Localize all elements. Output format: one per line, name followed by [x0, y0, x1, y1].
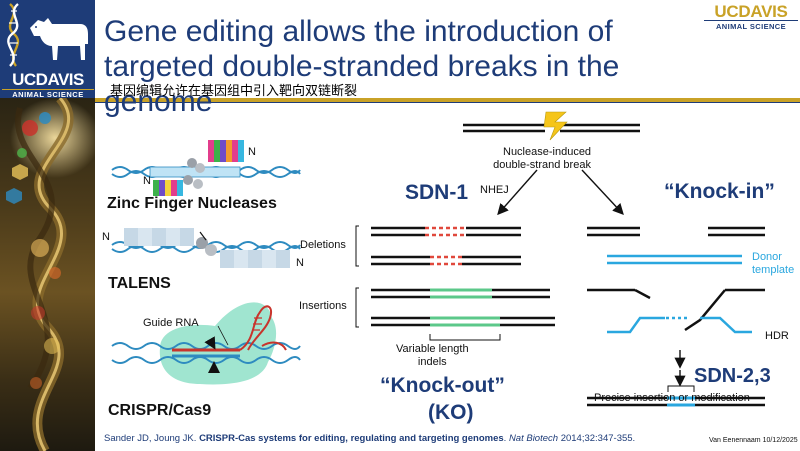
date-stamp: Van Eenennaam 10/12/2025: [709, 437, 798, 444]
left-logo-box: UCDAVIS ANIMAL SCIENCE: [0, 0, 95, 98]
citation-journal: Nat Biotech: [508, 433, 559, 444]
insertions-label: Insertions: [299, 300, 347, 312]
title-line-1: Gene editing allows the introduction of: [104, 15, 613, 48]
donor-template-label: Donor template: [752, 251, 794, 277]
hdr-label: HDR: [765, 330, 789, 342]
guide-rna-label: Guide RNA: [143, 317, 199, 329]
donor-line-1: Donor: [752, 251, 782, 263]
left-decorative-art: [0, 98, 95, 451]
crispr-illustration: [111, 302, 301, 385]
talens-n-left: N: [102, 231, 110, 243]
header-blue-rule: [95, 102, 800, 103]
nuclease-break-label: Nuclease-induced double-strand break: [493, 146, 591, 172]
ko-label: (KO): [428, 401, 474, 424]
citation-sep: .: [503, 433, 509, 444]
hdr-arrow: [581, 169, 624, 216]
citation-authors: Sander JD, Joung JK.: [104, 433, 200, 444]
zfn-label: Zinc Finger Nucleases: [107, 195, 277, 212]
variable-line-1: Variable length: [396, 343, 469, 355]
variable-indels-label: Variable length indels: [396, 343, 469, 369]
nuclease-break-illustration: [463, 111, 640, 141]
title-chinese: 基因编辑允许在基因组中引入靶向双链断裂: [110, 83, 358, 98]
title-line-2: targeted double-stranded breaks in the g…: [104, 50, 620, 118]
left-logo-sub: ANIMAL SCIENCE: [2, 89, 94, 99]
knock-in-illustration: [587, 226, 765, 407]
insertions-illustration: [355, 287, 555, 341]
left-logo-uc: UCDAVIS: [12, 70, 84, 89]
slide-title: Gene editing allows the introduction of …: [104, 14, 694, 119]
precise-insertion-label: Precise insertion or modification: [594, 392, 750, 404]
nuclease-label-line-1: Nuclease-induced: [503, 146, 592, 158]
variable-line-2: indels: [417, 356, 447, 368]
nhej-arrow: [497, 169, 538, 216]
talens-n-right: N: [296, 257, 304, 269]
citation-details: 2014;32:347-355.: [558, 433, 636, 444]
donor-line-2: template: [752, 264, 795, 276]
helix-decoration-icon: [6, 98, 95, 451]
right-logo: UCDAVIS ANIMAL SCIENCE: [704, 3, 798, 31]
knock-out-label: “Knock-out”: [380, 374, 505, 397]
talens-label: TALENS: [108, 275, 171, 292]
deletions-illustration: [355, 225, 521, 267]
citation: Sander JD, Joung JK. CRISPR-Cas systems …: [104, 433, 635, 444]
zfn-n-right: N: [248, 146, 256, 158]
zfn-illustration: [111, 140, 301, 196]
lightning-icon: [543, 111, 568, 141]
left-logo-text: UCDAVIS ANIMAL SCIENCE: [2, 71, 94, 99]
crispr-label: CRISPR/Cas9: [108, 402, 212, 419]
nuclease-label-line-2: double-strand break: [493, 159, 591, 171]
right-logo-sub: ANIMAL SCIENCE: [704, 20, 798, 31]
talens-illustration: [111, 228, 301, 268]
sdn1-label: SDN-1: [405, 181, 469, 204]
cow-dna-logo-icon: [7, 3, 88, 67]
nhej-label: NHEJ: [480, 184, 509, 196]
header-gold-rule: [95, 98, 800, 102]
citation-article: CRISPR-Cas systems for editing, regulati…: [199, 433, 504, 444]
deletions-label: Deletions: [300, 239, 346, 251]
sdn23-label: SDN-2,3: [694, 365, 771, 387]
knock-in-label: “Knock-in”: [664, 180, 775, 203]
zfn-n-left: N: [143, 175, 151, 187]
right-logo-uc: UCDAVIS: [714, 2, 788, 21]
